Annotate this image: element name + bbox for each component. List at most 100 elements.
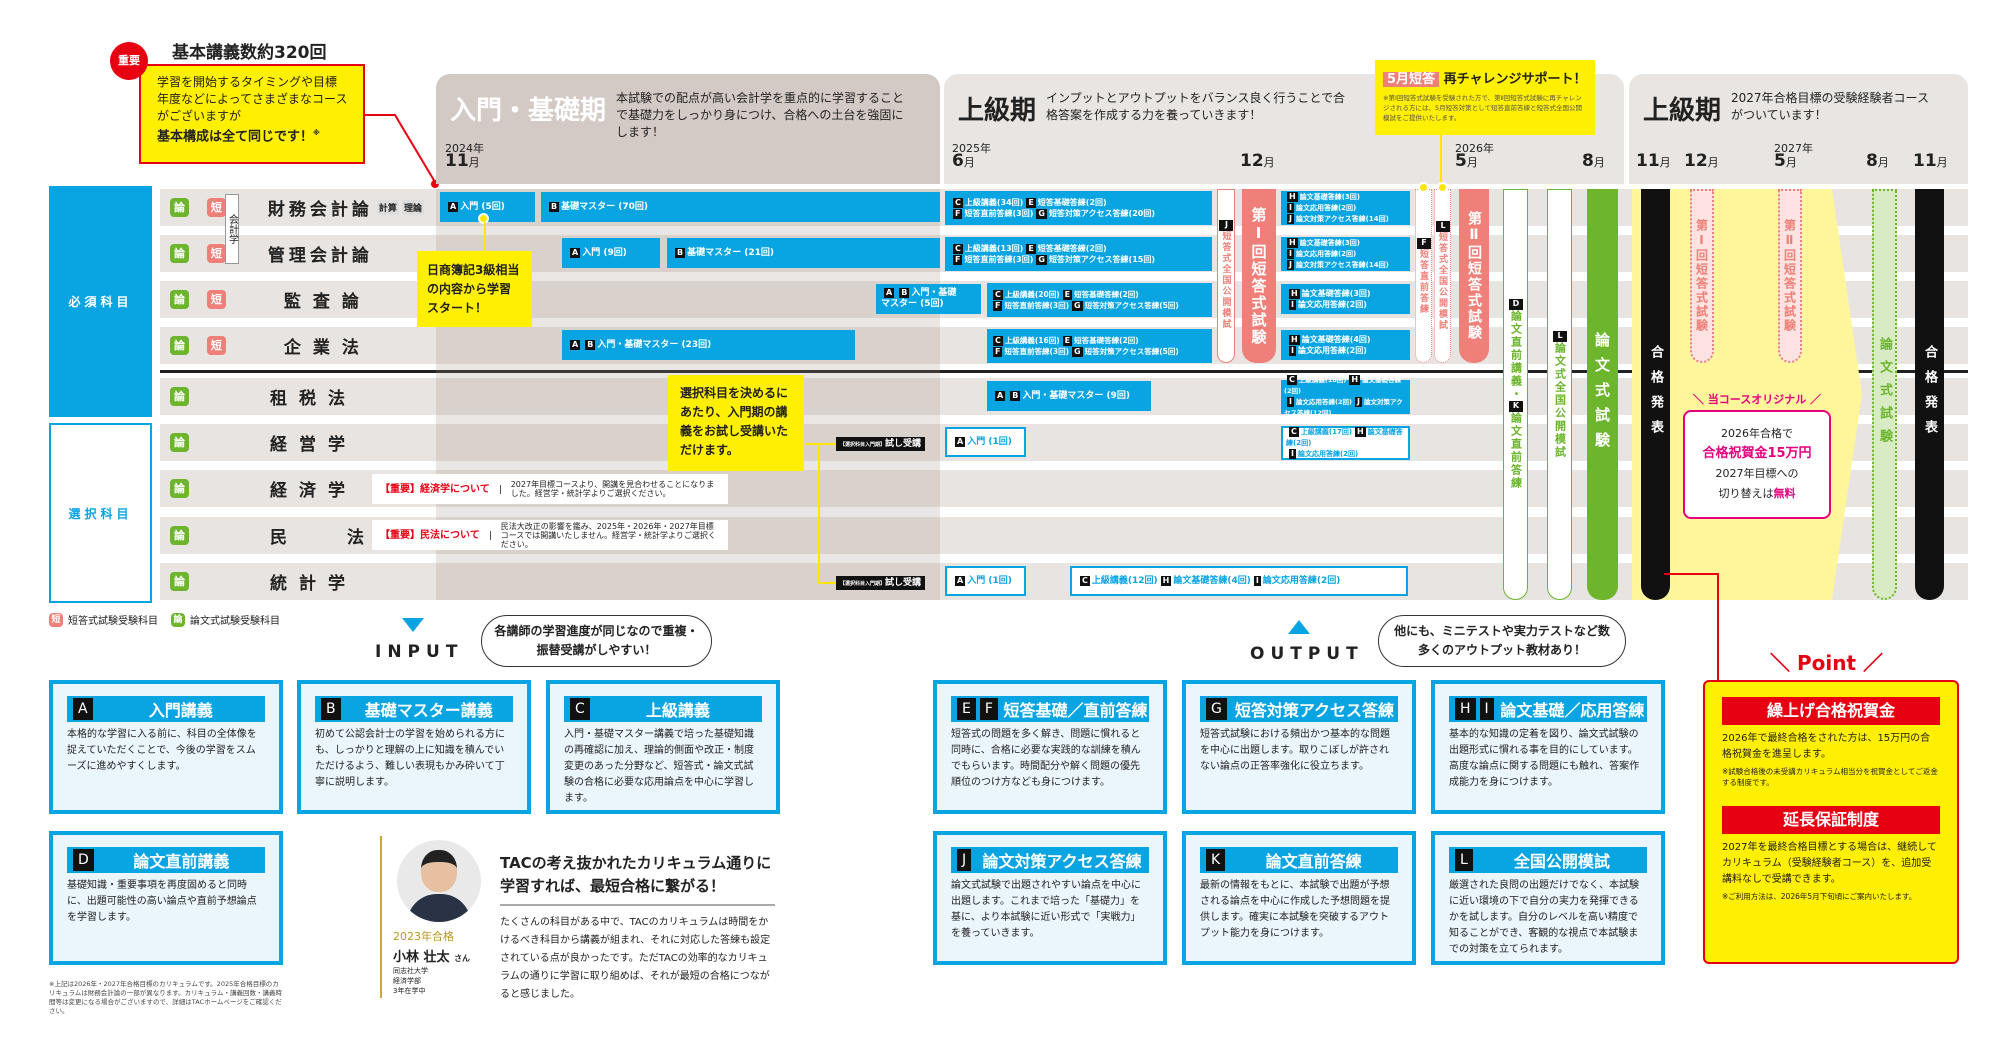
course-code-badge: G (1072, 347, 1083, 357)
course-code-badge: G (1036, 209, 1047, 219)
course-code-badge: B (585, 339, 596, 350)
course-code-badge: H (1355, 426, 1366, 437)
course-label: 論文応用答練(2回) (1262, 575, 1341, 586)
trial-connector (818, 582, 836, 584)
input-label: INPUT (375, 642, 464, 662)
course-code-badge: B (675, 247, 686, 258)
phase-desc: インプットとアウトプットをバランス良く行うことで合格答案を作成する力を養っていき… (1046, 91, 1346, 122)
trial-tag: 【選択科目入門期】試し受講 (836, 437, 926, 451)
course-code-badge: C (1287, 375, 1297, 385)
course-code-badge: G (1036, 255, 1047, 265)
course-label: 論文基礎答練(3回) (1299, 192, 1360, 201)
course-code-badge: G (1072, 301, 1083, 311)
essay-exam-bar: 論文式試験 (1587, 189, 1618, 600)
nissho-callout: 日商簿記3級相当の内容から学習スタート！ (417, 251, 532, 327)
course-code-badge: C (1080, 575, 1090, 586)
legend: 短短答式試験受験科目 論論文式試験受験科目 (49, 612, 280, 627)
course-label: 論文対策アクセス答練(14回) (1295, 260, 1389, 269)
course-label: 論文応用答練(2回) (1295, 203, 1357, 212)
course-label: 入門 (1回) (967, 575, 1012, 586)
course-code-badge: B (899, 288, 910, 298)
course-code-badge: C (993, 290, 1003, 300)
support-tag: 5月短答 (1383, 72, 1440, 87)
course-label: マスター (5回) (881, 299, 944, 309)
short-exam-2-bar: 第Ⅱ回短答式試験 (1459, 189, 1489, 363)
trial-tag: 【選択科目入門期】試し受講 (836, 576, 926, 590)
input-arrow-icon (402, 618, 424, 632)
month-label: 12月 (1684, 151, 1719, 171)
trial-connector (805, 443, 836, 445)
course-label: 論文応用答練(2回) (1297, 449, 1359, 458)
callout-emphasis: 基本構成は全て同じです！ (157, 129, 314, 145)
course-label: 短答直前答練(3回) (964, 255, 1034, 264)
course-code-badge: A (995, 390, 1006, 401)
course-code-badge: F (953, 209, 963, 219)
callout-connector (484, 222, 486, 252)
course-label: 論文対策アクセス答練(12回) (1284, 398, 1403, 417)
course-label: 入門 (1回) (967, 436, 1012, 447)
support-connector (1440, 135, 1442, 189)
course-label: 論文対策アクセス答練(14回) (1295, 214, 1389, 223)
phase-title: 上級期 (958, 96, 1037, 126)
group-elective: 選択科目 (49, 423, 152, 603)
month-label: 8月 (1866, 151, 1889, 171)
short-exam-2-2027-bar: 第Ⅱ回短答式試験 (1778, 189, 1802, 363)
course-code-badge: C (1289, 426, 1299, 437)
short-exam-1-2027-bar: 第Ⅰ回短答式試験 (1690, 189, 1714, 363)
course-label: 論文応用答練(2回) (1297, 346, 1367, 355)
course-code-badge: I (1287, 202, 1294, 213)
course-code-badge: A (570, 339, 581, 350)
course-label: 入門 (5回) (460, 201, 505, 212)
course-label: 上級講義(34回) (964, 198, 1024, 207)
course-code-badge: H (1287, 191, 1298, 202)
course-code-badge: H (1287, 237, 1298, 248)
course-label: 論文基礎答練(2回) (1286, 427, 1403, 447)
course-label: 入門・基礎マスター (23回) (597, 339, 712, 350)
course-label: 論文応用答練(2回) (1295, 249, 1357, 258)
course-label: 短答基礎答練(2回) (1074, 290, 1139, 299)
subject-economics: 論経済学 (160, 470, 433, 507)
support-dot (1418, 182, 1429, 193)
student-year: 2023年合格 (393, 930, 454, 943)
important-badge: 重要 (110, 42, 148, 80)
course-code-badge: C (953, 244, 963, 254)
month-label: 11月 (1913, 151, 1948, 171)
